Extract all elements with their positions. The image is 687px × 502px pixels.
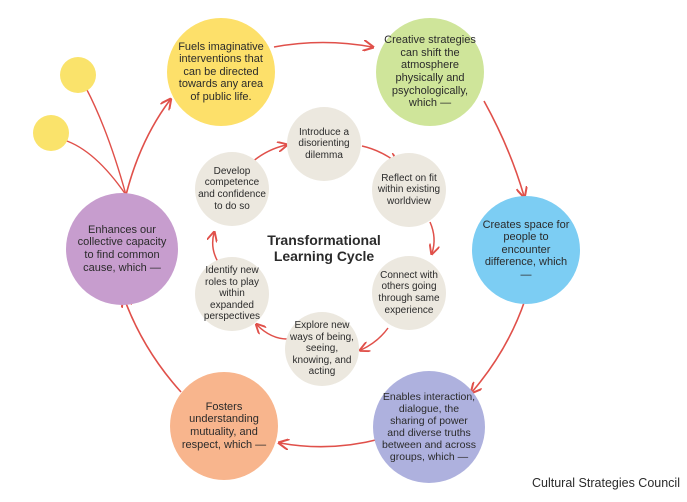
- node-text: Introduce a disorienting dilemma: [298, 126, 350, 161]
- node-text: Enables interaction, dialogue, the shari…: [382, 391, 476, 463]
- node-text: Reflect on fit within existing worldview: [377, 172, 441, 207]
- outer-node-enables-interaction: Enables interaction, dialogue, the shari…: [373, 371, 485, 483]
- node-text: Enhances our collective capacity to find…: [77, 223, 167, 274]
- inner-arrow-3: [361, 327, 389, 350]
- outer-node-creative-strategies: Creative strategies can shift the atmosp…: [376, 18, 484, 126]
- outer-node-creates-space: Creates space for people to encounter di…: [472, 196, 580, 304]
- inner-arrow-2: [430, 221, 434, 253]
- inner-node-develop-competence: Develop competence and confidence to do …: [195, 152, 269, 226]
- node-text: Fuels imaginative interventions that can…: [178, 40, 264, 103]
- outer-arrow-6: [125, 100, 170, 196]
- node-text: Explore new ways of being, seeing, knowi…: [290, 320, 354, 378]
- credit-text: Cultural Strategies Council: [532, 476, 680, 490]
- inner-node-explore-new-ways: Explore new ways of being, seeing, knowi…: [285, 312, 359, 386]
- inner-arrow-4: [257, 325, 291, 340]
- node-text: Fosters understanding mutuality, and res…: [181, 400, 267, 451]
- diagram-title: Transformational Learning Cycle: [267, 232, 381, 264]
- outer-node-imaginative-interventions: Fuels imaginative interventions that can…: [167, 18, 275, 126]
- inner-node-identify-new-roles: Identify new roles to play within expand…: [195, 257, 269, 331]
- inner-node-connect-with-others: Connect with others going through same e…: [372, 256, 446, 330]
- decorative-dot: [60, 57, 96, 93]
- outer-node-enhances-capacity: Enhances our collective capacity to find…: [66, 193, 178, 305]
- outer-arrow-4: [280, 439, 381, 447]
- inner-arrow-5: [213, 233, 219, 263]
- node-text: Creative strategies can shift the atmosp…: [384, 34, 476, 110]
- decorative-dot: [33, 115, 69, 151]
- dot-stem-upper: [85, 87, 127, 196]
- dot-stem-lower: [63, 139, 127, 196]
- outer-arrow-5: [124, 298, 182, 393]
- outer-arrow-1: [273, 43, 372, 48]
- node-text: Identify new roles to play within expand…: [203, 265, 261, 323]
- outer-node-fosters-understanding: Fosters understanding mutuality, and res…: [170, 372, 278, 480]
- node-text: Connect with others going through same e…: [378, 269, 440, 316]
- inner-node-disorienting-dilemma: Introduce a disorienting dilemma: [287, 107, 361, 181]
- outer-arrow-3: [472, 299, 526, 392]
- node-text: Develop competence and confidence to do …: [198, 165, 266, 212]
- outer-arrow-2: [483, 100, 524, 196]
- inner-node-reflect-on-fit: Reflect on fit within existing worldview: [372, 153, 446, 227]
- node-text: Creates space for people to encounter di…: [482, 218, 570, 281]
